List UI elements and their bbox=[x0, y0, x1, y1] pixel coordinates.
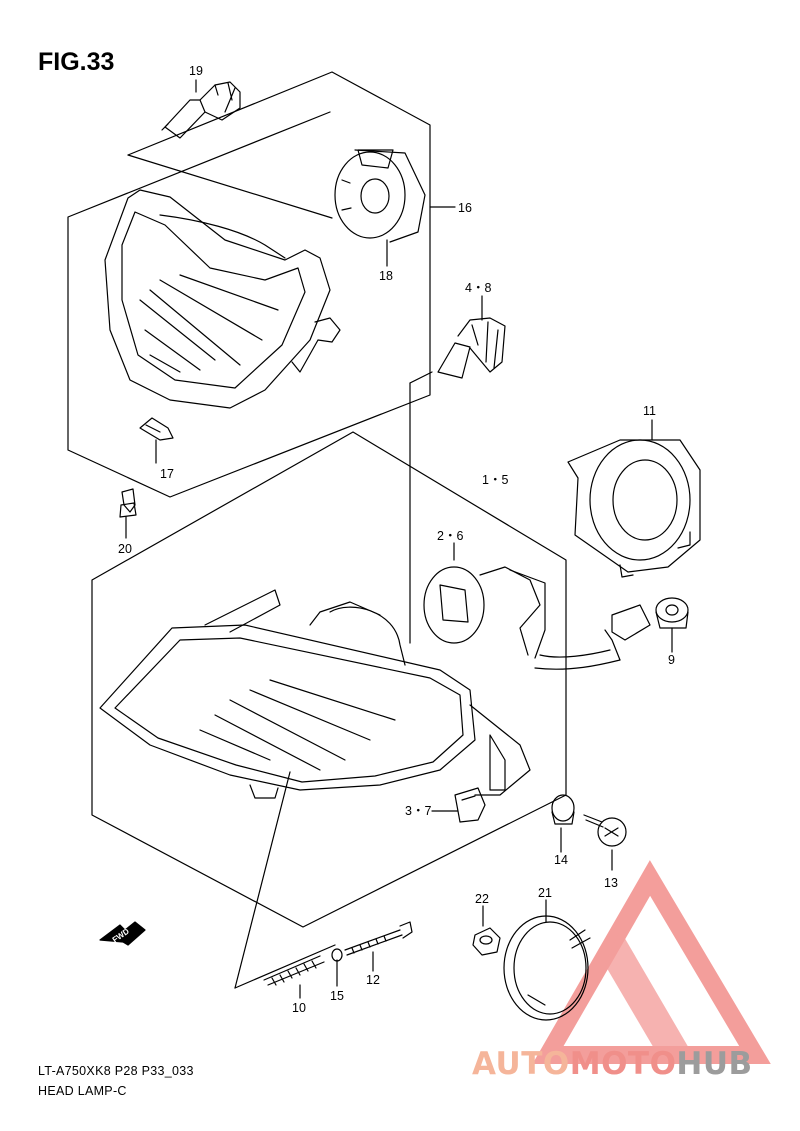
grommet bbox=[655, 597, 689, 629]
adjusting-screw bbox=[344, 921, 413, 956]
socket-ring bbox=[567, 439, 701, 578]
callout-16: 16 bbox=[458, 201, 472, 215]
callout-2-6: 2・6 bbox=[437, 529, 463, 543]
callout-15: 15 bbox=[330, 989, 344, 1003]
callout-12: 12 bbox=[366, 973, 380, 987]
clip bbox=[139, 417, 174, 441]
callout-13: 13 bbox=[604, 876, 618, 890]
figure-title: FIG.33 bbox=[38, 48, 115, 76]
callout-4-8: 4・8 bbox=[465, 281, 491, 295]
socket-cover bbox=[334, 149, 426, 243]
callout-9: 9 bbox=[668, 653, 675, 667]
footer-section-name: HEAD LAMP-C bbox=[38, 1084, 127, 1098]
watermark-moto: MOTO bbox=[569, 1046, 677, 1082]
spring bbox=[263, 955, 325, 986]
callout-11: 11 bbox=[643, 404, 656, 418]
leader-line bbox=[234, 944, 336, 989]
callout-22: 22 bbox=[475, 892, 489, 906]
hex-nut bbox=[472, 927, 501, 956]
bulb-socket-harness bbox=[423, 566, 651, 670]
nut-cap bbox=[551, 794, 575, 825]
callout-3-7: 3・7 bbox=[405, 804, 431, 818]
watermark-hub: HUB bbox=[676, 1046, 753, 1082]
washer bbox=[331, 948, 343, 962]
main-headlamp-lens bbox=[99, 589, 531, 799]
upper-group-frame bbox=[67, 71, 431, 498]
bulb-small bbox=[161, 81, 241, 139]
callout-20: 20 bbox=[118, 542, 132, 556]
callout-21: 21 bbox=[538, 886, 552, 900]
leader-line bbox=[234, 771, 291, 989]
headlamp-bulb bbox=[437, 317, 506, 379]
upper-group-divider bbox=[127, 154, 333, 219]
callout-14: 14 bbox=[554, 853, 568, 867]
callout-1-5: 1・5 bbox=[482, 473, 508, 487]
leader-line bbox=[409, 371, 433, 384]
watermark-auto: AUTO bbox=[472, 1046, 570, 1082]
upper-headlamp-housing bbox=[104, 189, 341, 409]
screw-washer bbox=[583, 814, 627, 847]
forward-arrow-icon bbox=[99, 921, 146, 946]
callout-17: 17 bbox=[160, 467, 174, 481]
watermark-logo bbox=[532, 860, 771, 1064]
callout-18: 18 bbox=[379, 269, 393, 283]
footer-model-code: LT-A750XK8 P28 P33_033 bbox=[38, 1064, 194, 1078]
watermark-text: AUTOMOTOHUB bbox=[472, 1046, 753, 1082]
callout-10: 10 bbox=[292, 1001, 306, 1015]
lower-group-frame bbox=[91, 431, 567, 928]
screw-small bbox=[119, 488, 137, 518]
callout-19: 19 bbox=[189, 64, 203, 78]
round-reflector bbox=[503, 915, 591, 1021]
mounting-bracket bbox=[454, 787, 486, 823]
